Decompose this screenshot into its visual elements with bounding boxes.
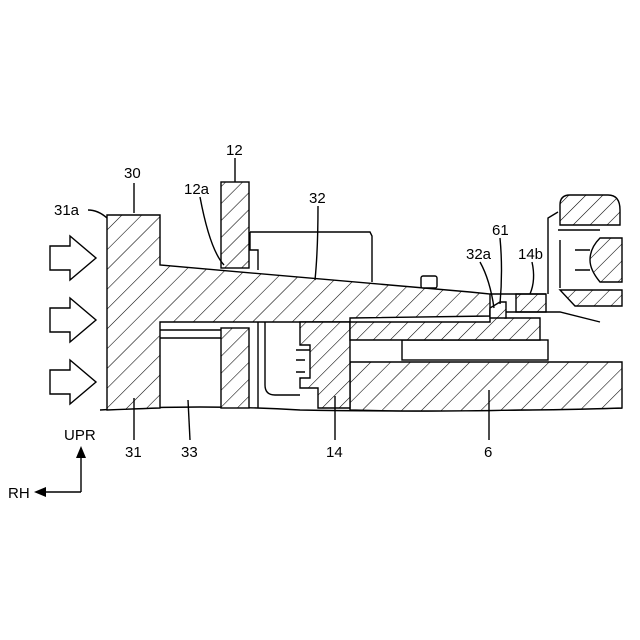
label-31a: 31a [54,202,80,219]
leader-61 [500,238,502,304]
leader-31a [88,210,107,218]
direction-arrow-icon [40,452,81,492]
pressure-arrow-icon [50,298,96,342]
label-upr: UPR [64,427,96,444]
leader-14b [530,262,534,294]
label-6: 6 [484,444,492,461]
leader-33 [188,400,190,440]
part-12a-strip [249,250,258,270]
part-12-plate [221,182,249,268]
part-12a-strip-2 [258,322,300,408]
part-6-body [350,362,622,411]
pressure-arrow-icon [50,360,96,404]
label-61: 61 [492,222,509,239]
label-12a: 12a [184,181,210,198]
label-31: 31 [125,444,142,461]
rh-arrowhead [34,487,46,497]
right-housing-2 [590,238,622,282]
label-14: 14 [326,444,343,461]
part-14-block [300,322,350,408]
label-30: 30 [124,165,141,182]
label-12: 12 [226,142,243,159]
label-32a: 32a [466,246,492,263]
part-6-slot [402,340,548,360]
leader-32 [315,206,318,280]
upr-arrowhead [76,446,86,458]
pressure-arrow-icon [50,236,96,280]
part-33-lines [160,330,221,338]
right-housing-3 [560,290,622,306]
label-32: 32 [309,190,326,207]
part-14b-block [516,294,546,312]
right-housing [560,195,620,225]
label-rh: RH [8,485,30,502]
part-61-hook [490,302,506,318]
part-32-tab [421,276,437,288]
label-14b: 14b [518,246,543,263]
label-33: 33 [181,444,198,461]
part-14-inner [296,350,310,372]
part-12-lower [221,328,249,408]
